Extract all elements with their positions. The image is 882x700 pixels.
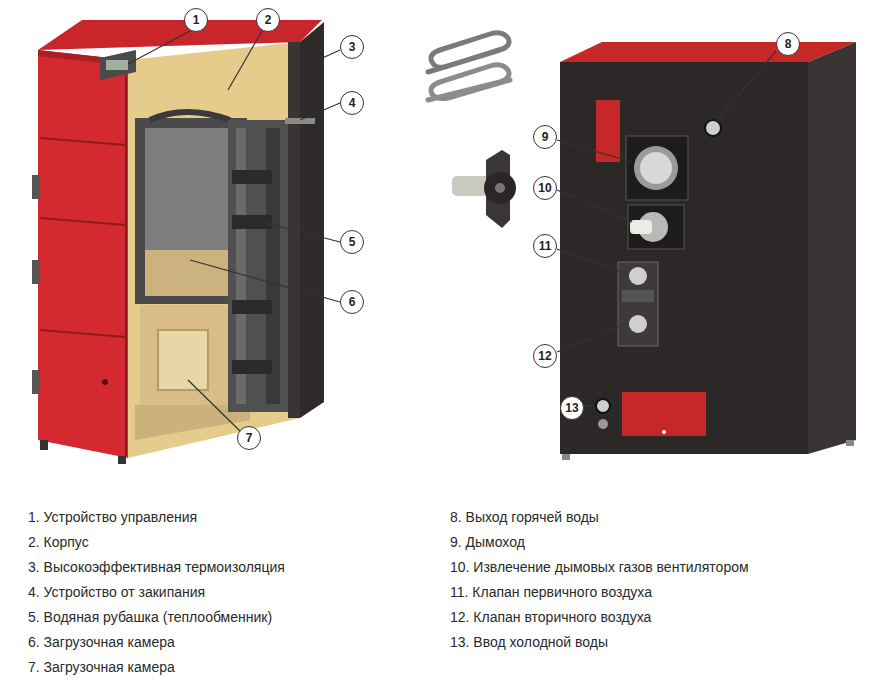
callout-number: 12 bbox=[538, 350, 551, 362]
callout-circle: 7 bbox=[237, 426, 261, 450]
callout-number: 5 bbox=[349, 236, 356, 248]
legend-item: 13. Ввод холодной воды bbox=[450, 634, 608, 651]
callout-number: 13 bbox=[565, 402, 578, 414]
flue-fan bbox=[452, 150, 516, 228]
callout-number: 8 bbox=[785, 38, 792, 50]
legend-item: 11. Клапан первичного воздуха bbox=[450, 584, 652, 601]
callout-circle: 13 bbox=[560, 396, 584, 420]
callout-circle: 1 bbox=[184, 8, 208, 32]
callout-circle: 12 bbox=[533, 344, 557, 368]
callout-circle: 5 bbox=[340, 230, 364, 254]
callout-circle: 10 bbox=[533, 176, 557, 200]
callout-number: 9 bbox=[542, 131, 549, 143]
callout-number: 2 bbox=[265, 14, 272, 26]
callout-circle: 9 bbox=[533, 125, 557, 149]
callout-circle: 3 bbox=[340, 35, 364, 59]
legend-item: 8. Выход горячей воды bbox=[450, 509, 599, 526]
legend-item: 1. Устройство управления bbox=[28, 509, 197, 526]
callout-number: 11 bbox=[539, 240, 552, 252]
legend-item: 7. Загрузочная камера bbox=[28, 659, 175, 676]
callout-circle: 11 bbox=[533, 234, 557, 258]
callout-number: 3 bbox=[349, 41, 356, 53]
legend-item: 3. Высокоэффективная термоизоляция bbox=[28, 559, 285, 576]
boiler-back-view bbox=[560, 42, 856, 460]
callout-number: 1 bbox=[193, 14, 200, 26]
legend-item: 4. Устройство от закипания bbox=[28, 584, 205, 601]
legend-item: 10. Извлечение дымовых газов вентиляторо… bbox=[450, 559, 749, 576]
legend-item: 5. Водяная рубашка (теплообменник) bbox=[28, 609, 272, 626]
leader-lines bbox=[128, 30, 776, 431]
legend-item: 6. Загрузочная камера bbox=[28, 634, 175, 651]
callout-circle: 2 bbox=[256, 8, 280, 32]
anti-boil-coil bbox=[428, 33, 510, 100]
cutaway-boiler bbox=[32, 20, 324, 464]
callout-number: 10 bbox=[538, 182, 551, 194]
callout-number: 7 bbox=[246, 432, 253, 444]
callout-number: 4 bbox=[349, 97, 356, 109]
legend-item: 9. Дымоход bbox=[450, 534, 525, 551]
callout-circle: 6 bbox=[340, 290, 364, 314]
callout-circle: 8 bbox=[776, 32, 800, 56]
callout-circle: 4 bbox=[340, 91, 364, 115]
callout-number: 6 bbox=[349, 296, 356, 308]
legend-item: 12. Клапан вторичного воздуха bbox=[450, 609, 651, 626]
legend-item: 2. Корпус bbox=[28, 534, 89, 551]
